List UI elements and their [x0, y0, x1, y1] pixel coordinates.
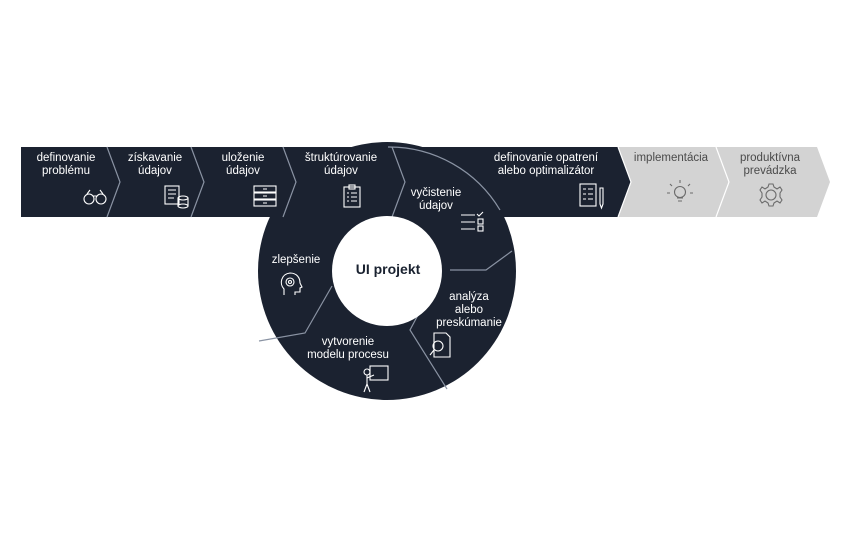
step-label-line2: údajov [138, 165, 172, 177]
step-label-line1: štruktúrovanie [304, 152, 378, 164]
gear-icon [759, 183, 783, 207]
segment-label-line1: analýza [449, 291, 489, 303]
magnifier-document-icon [429, 332, 451, 358]
step-label-line2: problému [42, 165, 90, 177]
arrow-implementacia [618, 147, 731, 217]
binoculars-icon [83, 189, 107, 205]
step-label-line2: prevádzka [743, 165, 797, 177]
separator-1 [106, 146, 121, 218]
segment-label-line2: údajov [419, 200, 453, 212]
checklist-icon [461, 211, 484, 232]
clipboard-icon [343, 184, 361, 208]
segment-label-line1: vyčistenie [410, 187, 462, 199]
step-label-line2: alebo optimalizátor [497, 165, 595, 177]
step-label-line2: údajov [226, 165, 260, 177]
presenter-icon [363, 365, 389, 393]
step-ziskavanie-udajov: získavanie údajov [118, 152, 192, 178]
ring-divider-3 [258, 285, 333, 342]
lightbulb-icon [667, 180, 693, 202]
segment-label-line3: preskúmanie [436, 317, 502, 329]
separator-4 [391, 146, 406, 218]
separator-2 [190, 146, 205, 218]
storage-icon [253, 185, 277, 207]
segment-label-line1: zlepšenie [271, 254, 321, 266]
segment-analyza: analýza alebo preskúmanie [430, 291, 508, 330]
cycle-center [332, 216, 442, 326]
step-label-line1: definovanie opatrení [493, 152, 599, 164]
ring-divider-2 [409, 314, 448, 390]
segment-vytvorenie: vytvorenie modelu procesu [300, 336, 396, 362]
separator-3 [282, 146, 297, 218]
step-label-line1: implementácia [633, 152, 709, 164]
step-label-line1: získavanie [127, 152, 183, 164]
step-produktivna-prevadzka: produktívna prevádzka [728, 152, 812, 178]
cycle-title: UI projekt [355, 261, 421, 277]
segment-vycistenie: vyčistenie údajov [404, 187, 468, 213]
step-definovanie-opatreni: definovanie opatrení alebo optimalizátor [478, 152, 614, 178]
segment-label-line1: vytvorenie [321, 336, 375, 348]
step-label-line1: definovanie [36, 152, 96, 164]
ring-divider-4 [387, 146, 501, 211]
step-implementacia: implementácia [626, 152, 716, 165]
step-strukturovanie-udajov: štruktúrovanie údajov [295, 152, 387, 178]
segment-label-line2: modelu procesu [307, 349, 389, 361]
step-label-line2: údajov [324, 165, 358, 177]
head-brain-icon [280, 272, 303, 295]
segment-zlepsenie: zlepšenie [266, 254, 326, 267]
database-icon [164, 185, 189, 209]
step-ulozenie-udajov: uloženie údajov [201, 152, 285, 178]
arrow-produktivna [716, 147, 830, 217]
step-definovanie-problemu: definovanie problému [28, 152, 104, 178]
step-label-line1: produktívna [739, 152, 801, 164]
segment-label-line2: alebo [454, 304, 484, 316]
process-band-dark [21, 147, 632, 217]
separator-gray-1 [617, 146, 632, 218]
separator-gray-2 [715, 146, 730, 218]
checklist-pencil-icon [579, 183, 604, 210]
ring-divider-1 [450, 250, 513, 271]
step-label-line1: uloženie [221, 152, 265, 164]
